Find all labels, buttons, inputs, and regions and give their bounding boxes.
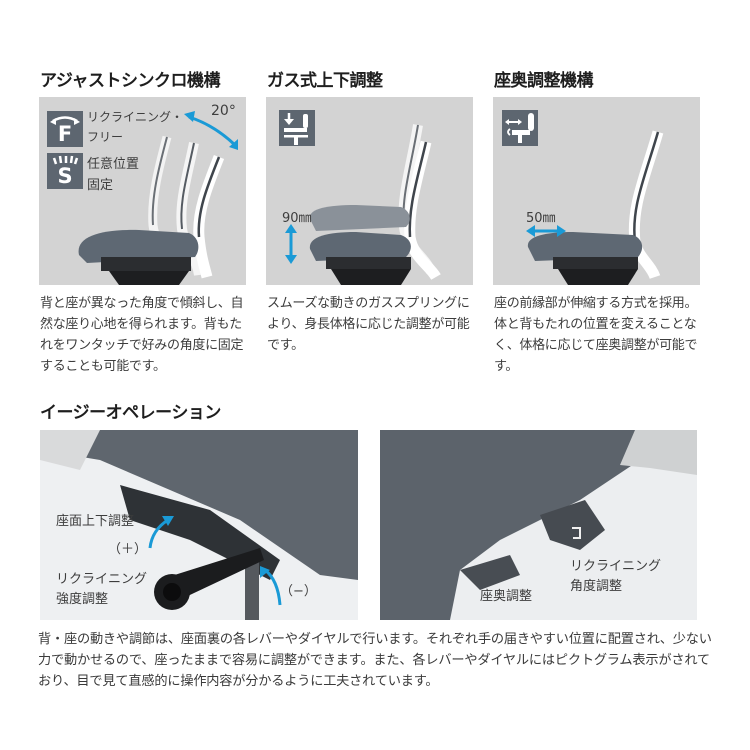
icon-letter-f: F	[57, 122, 73, 146]
chair-height-illustration	[285, 124, 441, 285]
label-height-range: 90㎜	[282, 211, 312, 226]
easy-operation-paragraph: 背・座の動きや調節は、座面裏の各レバーやダイヤルで行います。それぞれ手の届きやす…	[38, 632, 712, 689]
panel-gas-lift: 90㎜	[266, 97, 473, 285]
paddle-photo-illustration	[380, 430, 697, 620]
photo-under-seat-left: 座面上下調整 （＋） リクライニング 強度調整 （−）	[40, 430, 358, 620]
icon-letter-s: S	[57, 164, 73, 188]
description-seat-depth: 座の前縁部が伸縮する方式を採用。体と背もたれの位置を変えることなく、体格に応じて…	[494, 296, 698, 374]
label-minus: （−）	[280, 584, 317, 599]
panel-adjust-synchro: F S リクライニング・ フリー 任意位置 固定 20°	[39, 97, 246, 285]
gas-lift-icon	[279, 110, 315, 146]
label-plus: （＋）	[108, 542, 148, 557]
description-adjust-synchro: 背と座が異なった角度で傾斜し、自然な座り心地を得られます。背もたれをワンタッチで…	[40, 296, 244, 374]
label-recline-angle-2: 角度調整	[570, 579, 623, 594]
label-recline-strength-1: リクライニング	[56, 572, 148, 587]
chair-depth-illustration	[526, 130, 664, 285]
heading-gas-lift: ガス式上下調整	[267, 71, 383, 91]
description-gas-lift: スムーズな動きのガススプリングにより、身長体格に応じた調整が可能です。	[267, 296, 470, 353]
label-fixed-1: 任意位置	[87, 157, 140, 172]
label-seat-height-adjust: 座面上下調整	[56, 514, 135, 529]
label-recline-angle-1: リクライニング	[570, 559, 662, 574]
label-seat-depth-adjust: 座奥調整	[480, 589, 533, 604]
heading-seat-depth: 座奥調整機構	[494, 71, 594, 91]
chair-recline-illustration	[78, 111, 238, 285]
fixed-position-icon: S	[47, 153, 83, 189]
label-depth-range: 50㎜	[526, 211, 556, 226]
heading-easy-operation: イージーオペレーション	[40, 403, 221, 423]
label-fixed-2: 固定	[87, 178, 114, 193]
label-angle: 20°	[211, 103, 236, 119]
seat-depth-icon	[502, 110, 538, 146]
lever-photo-illustration	[40, 430, 358, 620]
label-recline-free-1: リクライニング・	[87, 110, 184, 124]
photo-under-seat-right: リクライニング 角度調整 座奥調整	[380, 430, 697, 620]
free-recline-icon: F	[47, 111, 83, 147]
heading-adjust-synchro: アジャストシンクロ機構	[40, 71, 220, 91]
label-recline-strength-2: 強度調整	[56, 592, 109, 607]
label-recline-free-2: フリー	[87, 130, 124, 144]
panel-seat-depth: 50㎜	[493, 97, 700, 285]
